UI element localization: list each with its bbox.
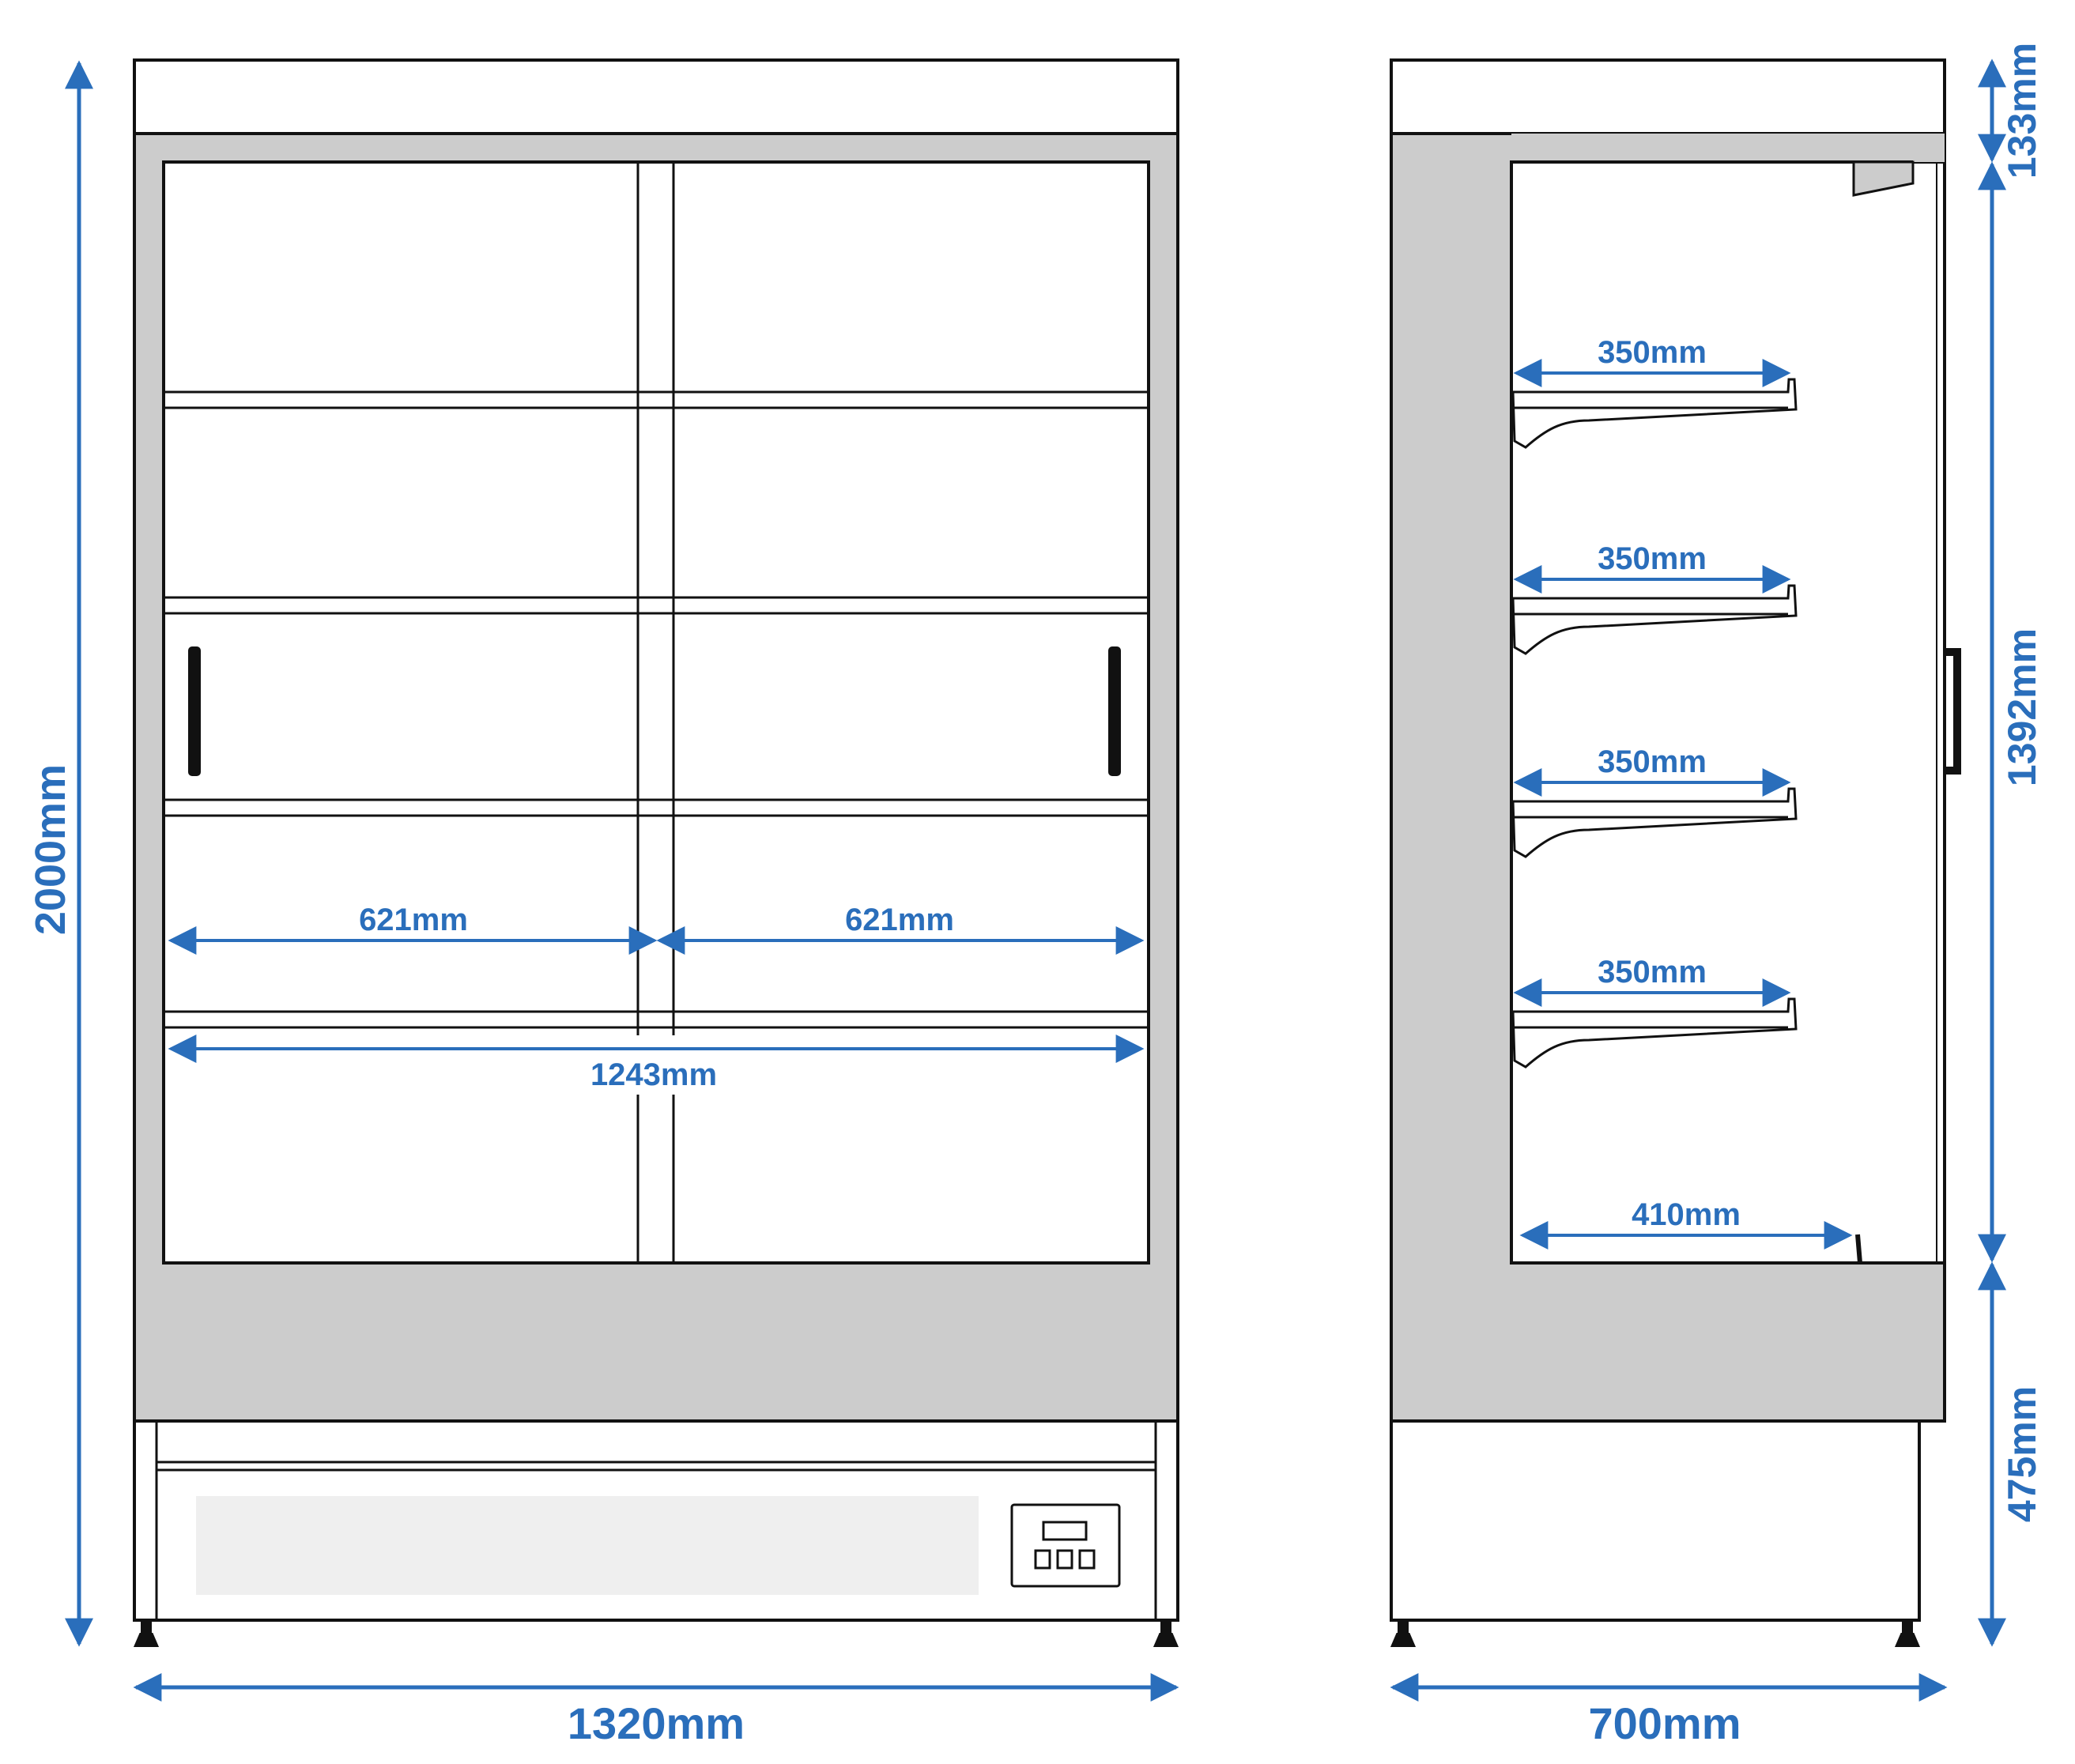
front-foot-right-pad [1153,1633,1179,1647]
label-base-height: 475mm [2000,1386,2044,1522]
label-top-height: 133mm [2000,43,2044,179]
side-foot-left-stem [1398,1619,1409,1636]
side-shelf-bracket-3 [1511,787,1798,858]
label-interior-height: 1392mm [2000,628,2044,786]
side-top-strip [1511,134,1945,162]
label-overall-height: 2000mm [27,764,74,935]
label-overall-width: 1320mm [568,1698,745,1748]
front-view [133,58,1179,1647]
side-shelf-bracket-4 [1511,997,1798,1069]
label-left-shelf-width: 621mm [359,903,468,937]
label-shelf-depth-2: 350mm [1598,541,1707,576]
front-foot-left-stem [141,1619,152,1636]
label-shelf-depth-4: 350mm [1598,955,1707,989]
temperature-controller [1010,1503,1121,1588]
side-view [1390,58,1961,1647]
front-foot-right-stem [1160,1619,1171,1636]
dimension-labels: 2000mm 1320mm 621mm 621mm 1243mm 700mm 1… [27,43,2044,1748]
controller-display [1042,1521,1088,1541]
side-canopy [1390,58,1946,135]
label-depth: 700mm [1588,1698,1741,1748]
label-shelf-depth-3: 350mm [1598,744,1707,779]
door-handle-right [1108,646,1121,776]
bottom-deck-lip [1855,1234,1862,1264]
base-vent-panel [196,1496,979,1595]
side-shelf-bracket-1 [1511,378,1798,449]
dimensions [65,58,2006,1702]
label-shelf-depth-1: 350mm [1598,335,1707,370]
side-base-unit [1390,1419,1921,1622]
controller-button-3 [1078,1549,1096,1570]
side-interior [1510,160,1946,1265]
side-foot-right-stem [1902,1619,1913,1636]
side-foot-left-pad [1390,1633,1417,1647]
controller-button-1 [1034,1549,1051,1570]
label-inner-width: 1243mm [590,1057,717,1092]
label-bottom-depth: 410mm [1632,1197,1741,1232]
label-right-shelf-width: 621mm [845,903,954,937]
door-handle-left [188,646,201,776]
side-shelves [1511,378,1798,1069]
front-shelves [164,390,1149,1029]
controller-button-2 [1056,1549,1073,1570]
front-glass-area [162,160,1150,1265]
front-foot-left-pad [133,1633,160,1647]
front-canopy [133,58,1179,135]
side-door-handle [1945,648,1961,775]
side-shelf-bracket-2 [1511,584,1798,655]
light-hood [1852,160,1915,197]
side-foot-right-pad [1894,1633,1921,1647]
